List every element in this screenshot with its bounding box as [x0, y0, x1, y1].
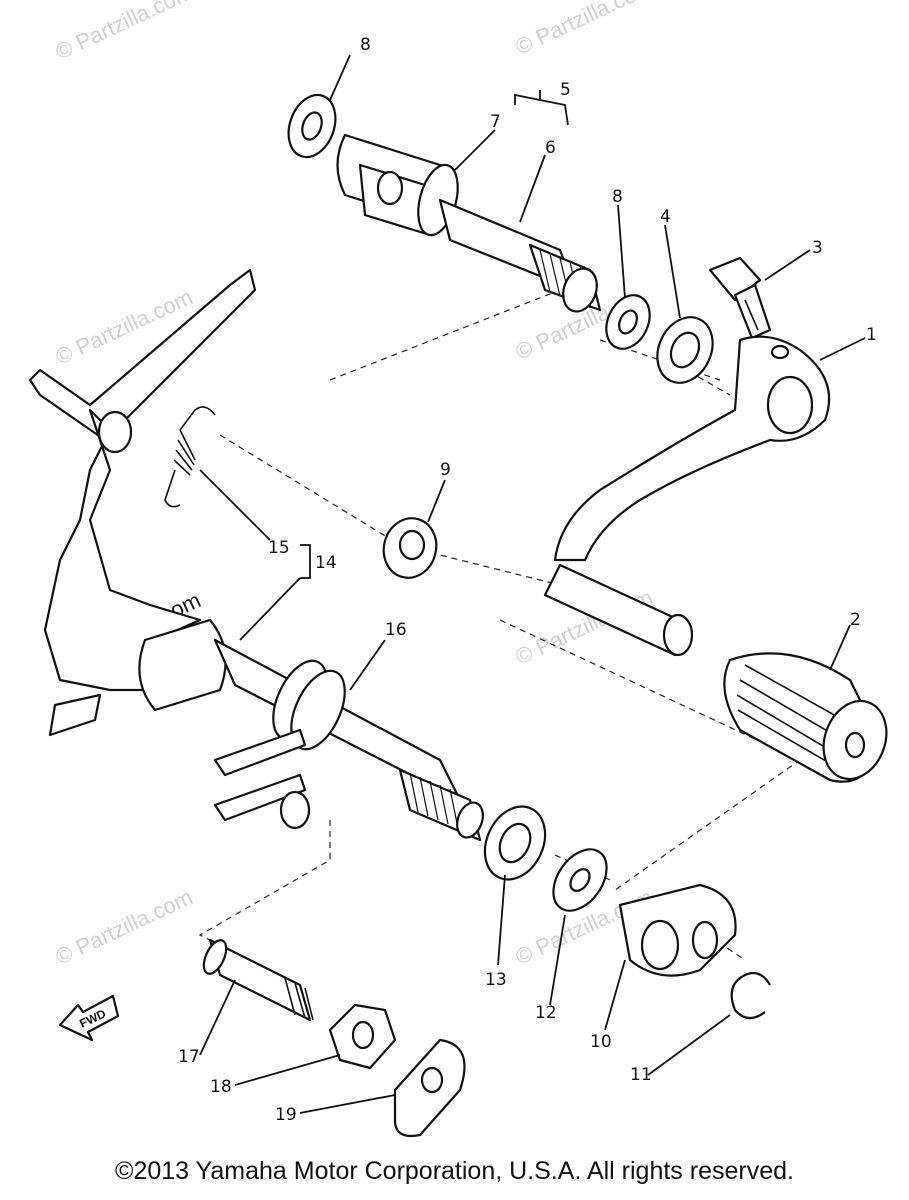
callout-10: 10: [590, 1032, 612, 1052]
lock-washer: [393, 1038, 466, 1138]
watermark: © Partzilla.com: [52, 0, 197, 65]
callout-8-mid: 8: [612, 187, 623, 207]
callout-3: 3: [812, 238, 823, 258]
washer-lower: [552, 848, 608, 912]
callout-2: 2: [850, 610, 861, 630]
callout-15: 15: [268, 538, 290, 558]
collar: [382, 517, 438, 579]
pedal-rubber: [723, 652, 888, 783]
callout-11: 11: [630, 1065, 652, 1085]
shift-arm: [618, 883, 737, 977]
callout-7: 7: [490, 112, 501, 132]
copyright-notice: ©2013 Yamaha Motor Corporation, U.S.A. A…: [115, 1157, 794, 1185]
callout-16: 16: [385, 620, 407, 640]
bolt: [708, 256, 772, 340]
spring: [164, 406, 216, 508]
nut: [328, 1003, 397, 1070]
shift-shaft: [138, 618, 484, 842]
callout-14: 14: [315, 553, 337, 573]
washer-mid: [605, 294, 651, 350]
callout-13: 13: [485, 970, 507, 990]
shift-pedal: [543, 335, 831, 657]
callout-1: 1: [866, 325, 877, 345]
callout-12: 12: [535, 1003, 557, 1023]
oil-seal-lower: [483, 805, 547, 881]
stopper-lever: [28, 268, 257, 737]
forward-direction-arrow: FWD: [58, 994, 120, 1042]
callout-labels: 8 5 7 6 8 4 3 1 9 15 14 2 16 13 12 10 11…: [178, 35, 877, 1125]
shift-shaft-assembly: [336, 133, 602, 313]
callout-4: 4: [660, 207, 671, 227]
callout-8-top: 8: [360, 35, 371, 55]
washer-top: [287, 93, 337, 159]
callout-19: 19: [275, 1105, 297, 1125]
callout-18: 18: [210, 1077, 232, 1097]
callout-17: 17: [178, 1047, 200, 1067]
leader-lines: [199, 54, 866, 1114]
circlip: [730, 971, 771, 1020]
oil-seal: [656, 316, 714, 384]
stud-bolt: [202, 938, 314, 1022]
callout-5: 5: [560, 80, 571, 100]
callout-6: 6: [545, 138, 556, 158]
callout-9: 9: [440, 460, 451, 480]
watermark: © Partzilla.com: [52, 884, 197, 969]
watermark: © Partzilla.com: [512, 0, 657, 60]
